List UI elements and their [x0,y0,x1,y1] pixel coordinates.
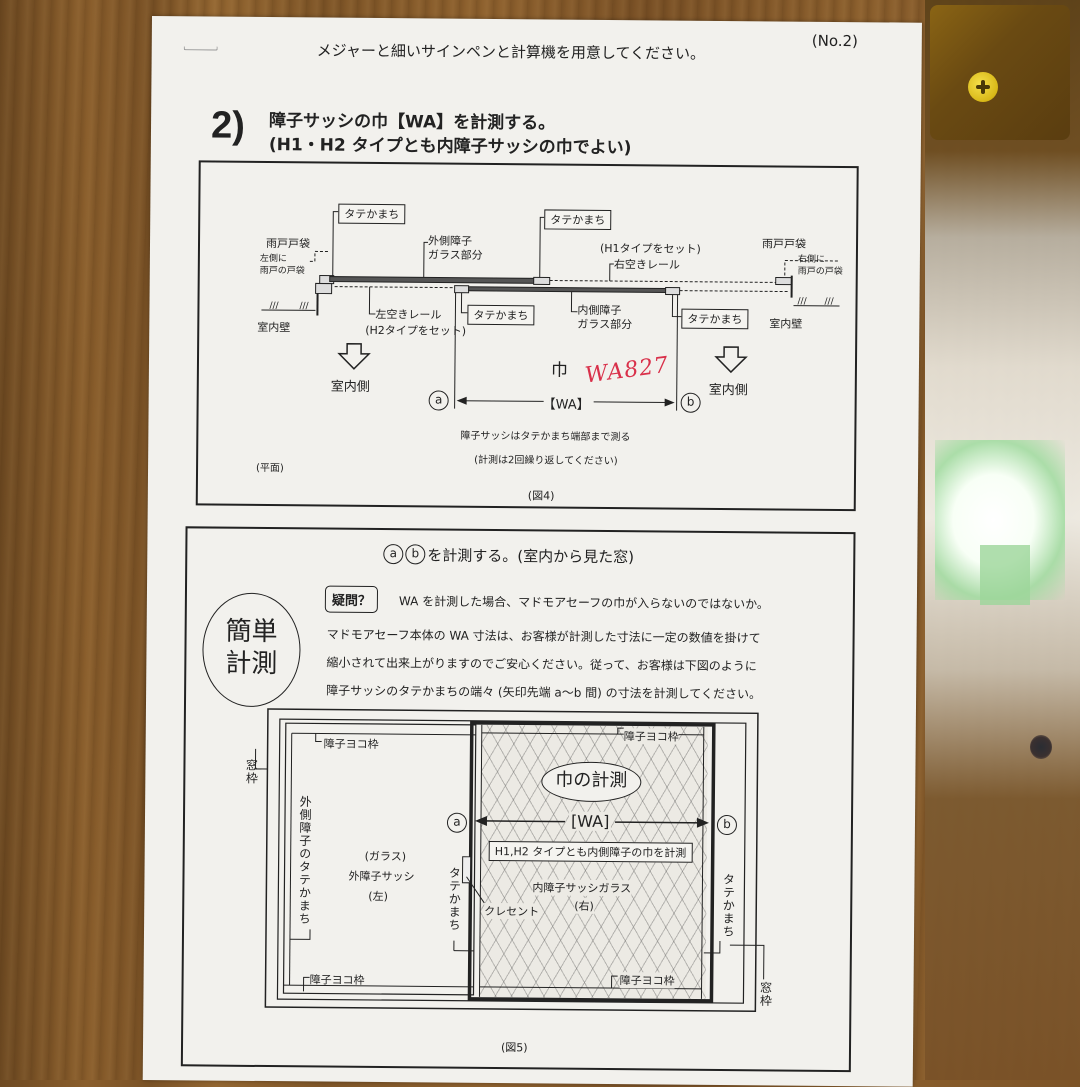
label-interior-wall-left: 室内壁 [257,319,290,335]
label-amado-tobukuro-right: 雨戸戸袋 [762,235,806,251]
label-amado-tobukuro-left: 雨戸戸袋 [266,235,310,251]
label-shoji-yoko-bottom-left: 障子ヨコ枠 [310,971,365,987]
section-title: 障子サッシの巾【WA】を計測する。 (H1・H2 タイプとも内障子サッシの巾でよ… [269,109,632,160]
label-tatekamachi-mid-left: タテかまち [467,305,534,326]
svg-text:///: /// [824,297,834,307]
point-b-marker-fig5: b [717,815,737,835]
label-window-frame-right: 窓枠 [757,981,774,1007]
svg-text:///: /// [269,301,279,311]
label-window-frame-left: 窓枠 [243,759,260,785]
label-interior-side-left: 室内側 [331,376,370,395]
measure-width-text: 巾の計測 [542,762,640,799]
section-title-line1: 障子サッシの巾【WA】を計測する。 [269,109,632,136]
label-shoji-yoko-bottom-right: 障子ヨコ枠 [620,972,675,988]
label-tatekamachi-center: タテかまち [446,867,464,932]
label-wa-fig5: [WA] [569,812,612,831]
label-outer-shoji-glass: 外側障子 ガラス部分 [428,234,483,262]
label-tatekamachi-top-right: タテかまち [544,209,611,230]
label-wa: 【WA】 [543,393,590,412]
label-tatekamachi-right: タテかまち [720,873,738,938]
figure-4-caption: (図4) [528,487,555,503]
screw-icon [968,72,998,102]
label-shoji-yoko-top-left: 障子ヨコ枠 [324,736,379,752]
label-right: (右) [574,898,594,914]
figure-5-caption: (図5) [501,1039,528,1055]
label-interior-wall-right: 室内壁 [769,315,802,331]
label-left: (左) [368,888,388,904]
label-inner-shoji-glass: 内側障子 ガラス部分 [577,304,632,332]
point-a-marker: a [429,390,449,410]
label-shoji-yoko-top-right: 障子ヨコ枠 [624,728,679,744]
measure-width-oval: 巾の計測 [541,761,641,802]
label-left-rail-note: (H2タイプをセット) [365,322,466,339]
label-right-rail: 右空きレール [614,256,680,273]
label-inner-sash-glass: 内障子サッシガラス [532,879,631,896]
instruction-sheet: メジャーと細いサインペンと計算機を用意してください。 (No.2) 2) 障子サ… [143,16,922,1087]
label-plan-view: (平面) [256,459,284,474]
svg-text:///: /// [797,297,807,307]
label-outer-tatekamachi: 外側障子のタテかまち [296,795,314,925]
note-repeat-twice: (計測は2回繰り返してください) [474,451,618,467]
section-number: 2) [211,105,245,148]
figure-4-plan-view: /// /// /// /// [196,160,859,511]
label-tatekamachi-mid-right: タテかまち [681,309,748,330]
label-right-rail-note: (H1タイプをセット) [600,240,701,257]
label-crescent: クレセント [484,903,539,919]
label-width: 巾 [551,355,568,380]
figure-5-front-view: a b を計測する。(室内から見た窓) 簡単 計測 疑問？ WA を計測した場合… [181,526,856,1072]
clip-plate [930,5,1070,140]
label-outer-sash: 外障子サッシ [348,868,414,885]
staple-icon [184,46,218,50]
label-interior-side-right: 室内側 [709,379,748,398]
label-tatekamachi-top-left: タテかまち [338,204,405,225]
label-both-types-note: H1,H2 タイプとも内側障子の巾を計測 [489,841,693,863]
label-left-rail: 左空きレール [375,306,441,323]
figure-5-lines [183,528,858,1074]
label-amado-tobukuro-right-note: 右側に 雨戸の戸袋 [798,254,843,278]
wood-knot [1030,735,1052,759]
point-a-marker-fig5: a [447,813,467,833]
header-note: メジャーと細いサインペンと計算機を用意してください。 [317,39,706,63]
label-amado-tobukuro-left-note: 左側に 雨戸の戸袋 [260,253,305,277]
section-title-line2: (H1・H2 タイプとも内障子サッシの巾でよい) [269,133,632,160]
svg-text:///: /// [299,301,309,311]
green-tag [980,545,1030,605]
page-number: (No.2) [812,32,858,50]
note-measure-to-end: 障子サッシはタテかまち端部まで測る [460,427,630,443]
point-b-marker: b [681,393,701,413]
label-glass: (ガラス) [365,848,407,864]
